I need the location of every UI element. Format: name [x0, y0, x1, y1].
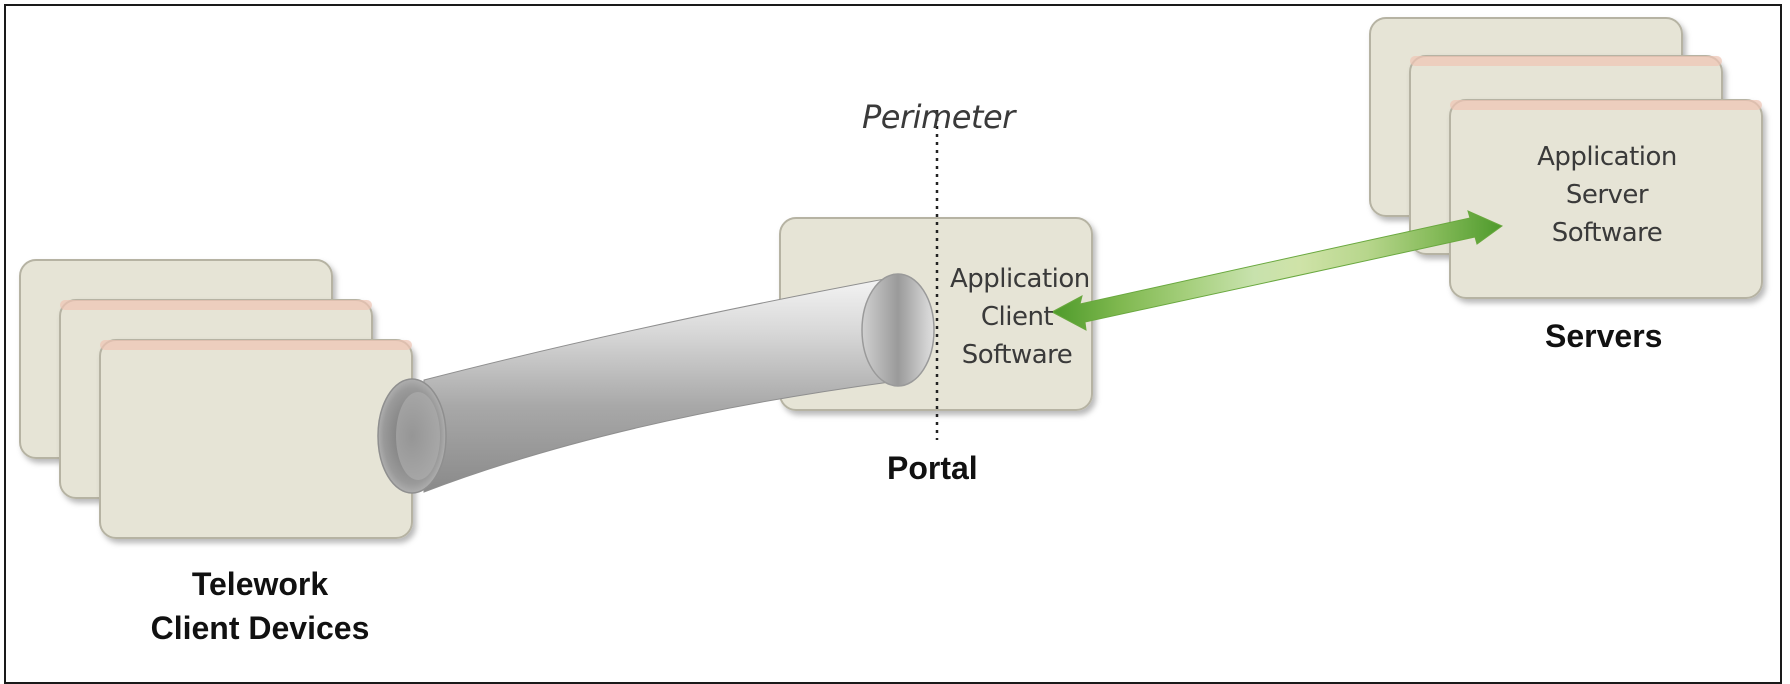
telework-portal-diagram — [19, 17, 1763, 539]
server-software-line-3: Software — [1551, 218, 1663, 248]
server-software-label: Application Server Software — [1530, 138, 1684, 252]
portal-server-connection-arrow — [1050, 210, 1504, 331]
server-software-line-2: Server — [1565, 180, 1649, 210]
tunnel-mouth-portal — [861, 273, 935, 387]
portal-title: Portal — [887, 450, 978, 486]
portal-software-line-3: Software — [961, 340, 1073, 370]
server-software-line-1: Application — [1537, 142, 1677, 172]
client-device-stack — [19, 259, 413, 539]
vpn-tunnel — [377, 273, 935, 494]
servers-title: Servers — [1545, 318, 1663, 354]
portal-software-line-2: Client — [980, 302, 1054, 332]
portal-software-label: Application Client Software — [950, 260, 1090, 374]
clients-title-line-1: Telework — [191, 566, 329, 602]
client-card-front — [99, 339, 413, 539]
perimeter-label: Perimeter — [862, 98, 1015, 136]
clients-title: Telework Client Devices — [150, 562, 370, 650]
server-stack — [1369, 17, 1763, 299]
portal-software-line-1: Application — [950, 264, 1090, 294]
clients-title-line-2: Client Devices — [150, 610, 370, 646]
